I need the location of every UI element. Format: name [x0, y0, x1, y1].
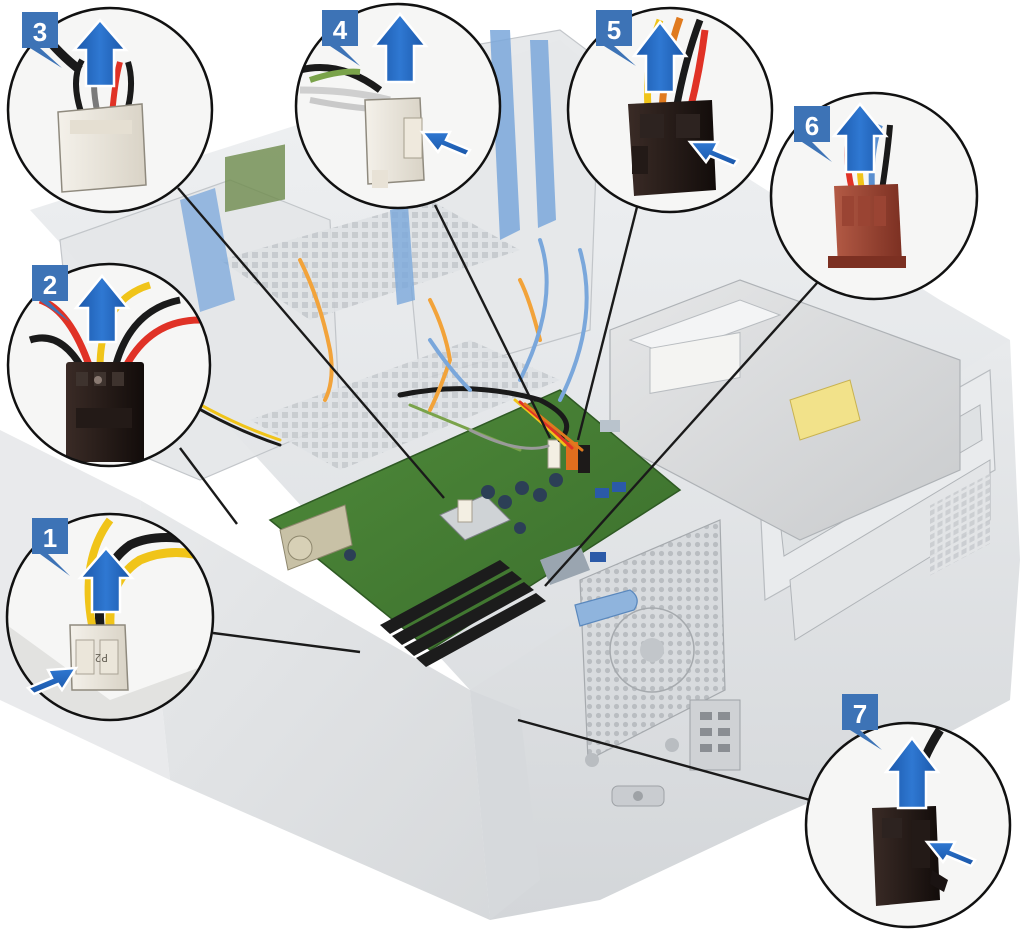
- badge-number: 4: [333, 15, 348, 45]
- arrow-up-icon: [371, 12, 429, 84]
- internal-cables: [158, 238, 589, 452]
- badge-number: 5: [607, 15, 621, 45]
- badge-1: 1: [32, 518, 70, 576]
- cable-connector: [364, 97, 425, 188]
- callout-7: [804, 721, 1012, 929]
- power-connector: [66, 362, 144, 462]
- connector-p2: P2: [69, 624, 129, 691]
- badge-number: 6: [805, 111, 819, 141]
- system-board: [268, 389, 682, 667]
- badge-5: 5: [596, 10, 636, 66]
- badge-7: 7: [842, 694, 882, 750]
- computer-chassis: [0, 29, 1020, 920]
- arrow-up-icon: [831, 102, 889, 174]
- badge-3: 3: [22, 12, 62, 68]
- power-supply-unit: [609, 279, 961, 541]
- arrow-press-icon: [419, 130, 472, 158]
- arrow-press-icon: [687, 140, 740, 168]
- arrow-up-icon: [883, 735, 941, 810]
- leader-lines: [177, 187, 818, 802]
- arrow-press-icon: [25, 666, 79, 696]
- power-connector: [628, 100, 716, 196]
- cable-connector: [828, 184, 906, 268]
- badge-number: 3: [33, 17, 47, 47]
- arrow-up-icon: [73, 274, 131, 344]
- callout-6: [769, 91, 979, 301]
- badge-4: 4: [322, 10, 360, 66]
- arrow-up-icon: [631, 19, 689, 94]
- arrow-up-icon: [71, 18, 129, 88]
- arrow-up-icon: [77, 546, 135, 614]
- cable-connector: [872, 806, 948, 906]
- badge-number: 7: [853, 699, 867, 729]
- badge-number: 1: [43, 523, 57, 553]
- callout-3: [6, 6, 214, 214]
- arrow-press-icon: [924, 840, 977, 868]
- number-badges: 1 2 3 4 5 6 7: [22, 10, 882, 750]
- badge-2: 2: [32, 265, 70, 322]
- badge-number: 2: [43, 270, 57, 300]
- cable-connector: [57, 103, 147, 193]
- badge-6: 6: [794, 106, 832, 162]
- connector-label: P2: [95, 651, 108, 664]
